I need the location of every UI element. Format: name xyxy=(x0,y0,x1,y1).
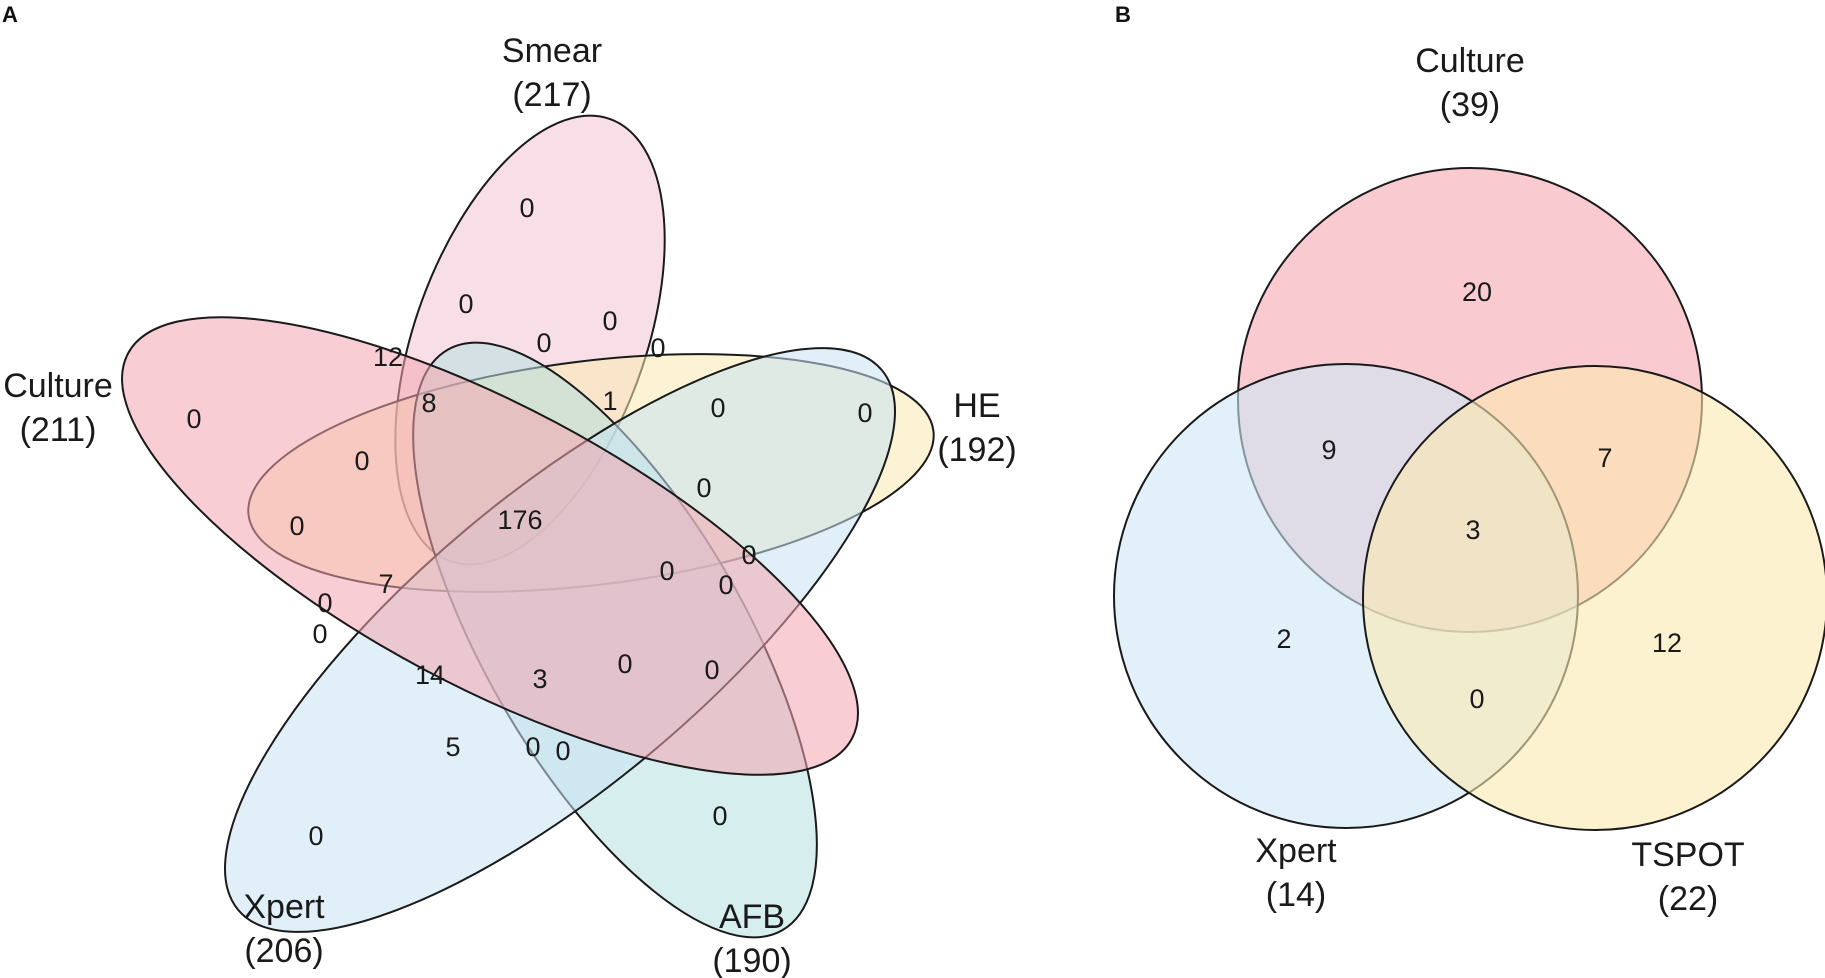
region-count: 0 xyxy=(712,801,727,831)
panel-a: A Smear (217) HE (192) AFB (190) Xpert (… xyxy=(2,2,1017,978)
region-count: 0 xyxy=(857,398,872,428)
panel-b-letter: B xyxy=(1115,2,1131,27)
tspot-circle xyxy=(1362,365,1825,831)
tspot-label: TSPOT xyxy=(1631,836,1744,874)
region-count: 0 xyxy=(704,655,719,685)
region-count: 0 xyxy=(710,393,725,423)
region-count: 0 xyxy=(186,404,201,434)
xpert-label: Xpert xyxy=(1255,832,1337,870)
region-count: 0 xyxy=(519,193,534,223)
tspot-total: (22) xyxy=(1658,880,1718,918)
region-count: 3 xyxy=(1465,515,1480,545)
region-count: 9 xyxy=(1321,435,1336,465)
culture-total: (211) xyxy=(20,411,97,449)
region-count: 0 xyxy=(555,736,570,766)
region-count: 0 xyxy=(718,570,733,600)
region-count: 12 xyxy=(1652,628,1682,658)
region-count: 12 xyxy=(373,342,403,372)
region-count: 0 xyxy=(289,511,304,541)
xpert-label: Xpert xyxy=(243,888,325,926)
region-count: 7 xyxy=(1597,443,1612,473)
region-count: 1 xyxy=(602,386,617,416)
region-count: 0 xyxy=(308,821,323,851)
he-label: HE xyxy=(953,387,1000,425)
panel-b: B Culture (39) Xpert (14) TSPOT (22) 20 … xyxy=(1113,2,1825,918)
region-count: 0 xyxy=(696,473,711,503)
culture-total: (39) xyxy=(1440,86,1500,124)
he-total: (192) xyxy=(937,431,1016,469)
region-count: 0 xyxy=(536,328,551,358)
region-count: 0 xyxy=(317,588,332,618)
culture-ellipse xyxy=(121,316,859,776)
region-count: 0 xyxy=(458,289,473,319)
region-count: 0 xyxy=(1469,684,1484,714)
region-count: 2 xyxy=(1276,624,1291,654)
region-count: 3 xyxy=(532,664,547,694)
region-count: 0 xyxy=(354,446,369,476)
region-count: 0 xyxy=(617,649,632,679)
afb-label: AFB xyxy=(719,898,785,936)
region-count: 0 xyxy=(741,540,756,570)
xpert-total: (206) xyxy=(244,932,323,970)
region-count: 7 xyxy=(378,569,393,599)
region-count: 20 xyxy=(1462,277,1492,307)
region-count: 8 xyxy=(421,388,436,418)
region-count: 0 xyxy=(525,732,540,762)
culture-label: Culture xyxy=(1415,42,1525,80)
region-count: 0 xyxy=(312,619,327,649)
xpert-total: (14) xyxy=(1266,876,1326,914)
smear-total: (217) xyxy=(512,76,591,114)
region-count: 176 xyxy=(497,505,542,535)
smear-label: Smear xyxy=(502,32,602,70)
panel-a-letter: A xyxy=(2,2,18,27)
region-count: 0 xyxy=(650,333,665,363)
culture-label: Culture xyxy=(3,367,113,405)
region-count: 5 xyxy=(445,732,460,762)
region-count: 0 xyxy=(659,556,674,586)
region-count: 14 xyxy=(415,660,445,690)
region-count: 0 xyxy=(602,306,617,336)
afb-total: (190) xyxy=(712,942,791,978)
